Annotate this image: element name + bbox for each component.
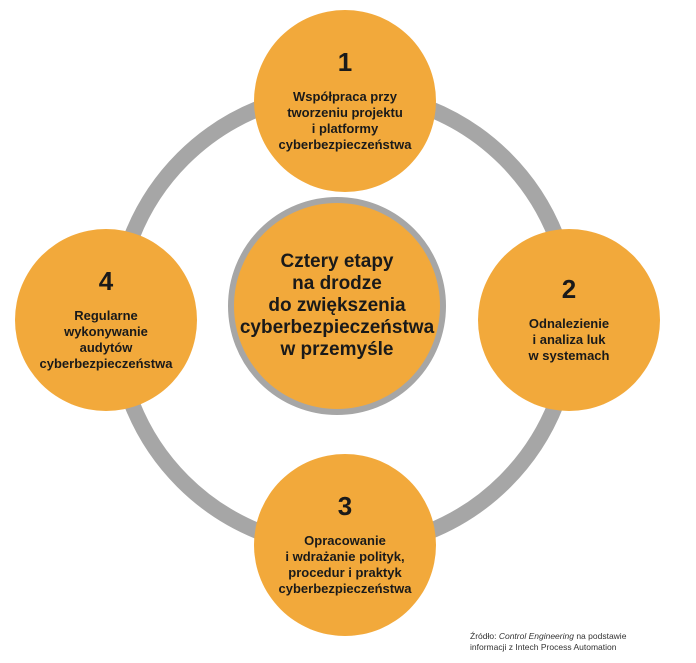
stage-label-line: cyberbezpieczeństwa: [39, 356, 173, 371]
stage-label-line: procedur i praktyk: [288, 565, 402, 580]
stage-label-line: i analiza luk: [532, 332, 606, 347]
stage-label-line: Regularne: [74, 308, 138, 323]
stage-label: Regularne wykonywanie audytów cyberbezpi…: [26, 308, 186, 372]
center-circle: Cztery etapy na drodze do zwiększenia cy…: [228, 197, 446, 415]
stage-number: 3: [337, 491, 353, 521]
source-suffix: na podstawie: [573, 631, 627, 641]
center-title-line: na drodze: [292, 273, 382, 294]
stage-label: Odnalezienie i analiza luk w systemach: [489, 316, 649, 364]
stage-number: 2: [561, 274, 577, 304]
stage-2-circle: 2 Odnalezienie i analiza luk w systemach: [478, 229, 660, 411]
stage-4-circle: 4 Regularne wykonywanie audytów cyberbez…: [15, 229, 197, 411]
source-name: Control Engineering: [498, 631, 574, 641]
stage-number: 1: [337, 47, 353, 77]
source-prefix: Źródło:: [470, 631, 499, 641]
stage-label-line: tworzeniu projektu: [287, 105, 403, 120]
stage-3-circle: 3 Opracowanie i wdrażanie polityk, proce…: [254, 454, 436, 636]
stage-label-line: Współpraca przy: [292, 89, 398, 104]
stage-label-line: Odnalezienie: [528, 316, 610, 331]
source-line-2: informacji z Intech Process Automation: [470, 642, 617, 652]
stage-label: Współpraca przy tworzeniu projektu i pla…: [265, 89, 425, 153]
stage-label-line: i platformy: [311, 121, 379, 136]
stage-label-line: cyberbezpieczeństwa: [278, 137, 412, 152]
stage-number: 4: [98, 266, 114, 296]
center-title-line: w przemyśle: [280, 339, 394, 360]
stage-1-circle: 1 Współpraca przy tworzeniu projektu i p…: [254, 10, 436, 192]
stage-label-line: w systemach: [528, 348, 610, 363]
source-note: Źródło: Control Engineering na podstawie…: [470, 631, 626, 653]
center-title-line: Cztery etapy: [280, 251, 394, 272]
center-title-line: cyberbezpieczeństwa: [239, 317, 435, 338]
stage-label: Opracowanie i wdrażanie polityk, procedu…: [265, 533, 425, 597]
stage-label-line: cyberbezpieczeństwa: [278, 581, 412, 596]
source-line-1: Źródło: Control Engineering na podstawie: [470, 631, 626, 642]
center-title-line: do zwiększenia: [268, 295, 406, 316]
center-title: Cztery etapy na drodze do zwiększenia cy…: [240, 251, 434, 361]
stage-label-line: Opracowanie: [304, 533, 386, 548]
stage-label-line: audytów: [79, 340, 133, 355]
stage-label-line: i wdrażanie polityk,: [285, 549, 405, 564]
stage-label-line: wykonywanie: [64, 324, 148, 339]
